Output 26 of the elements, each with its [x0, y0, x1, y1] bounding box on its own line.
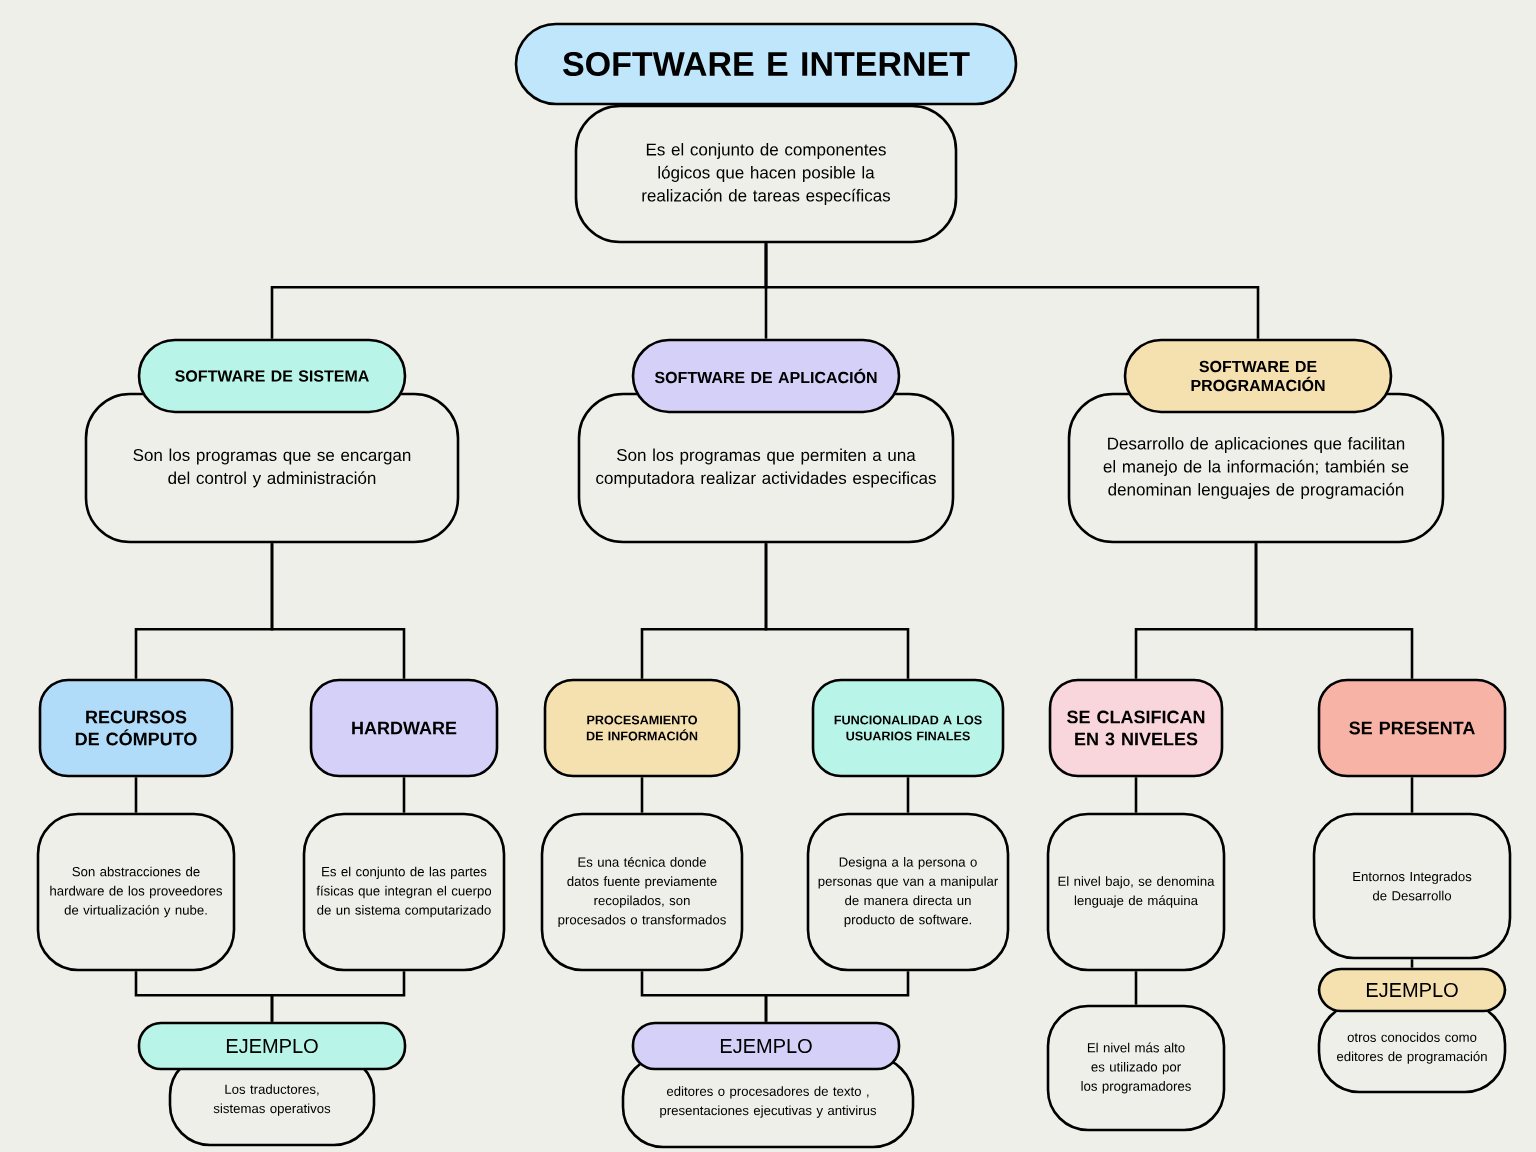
example-pill: EJEMPLO: [631, 1021, 901, 1071]
connector-line: [764, 543, 910, 679]
connector-line: [764, 971, 910, 1022]
connector-line: [1410, 777, 1414, 813]
heading-pill: HARDWARE: [309, 678, 499, 778]
connector-line: [134, 777, 138, 813]
heading-pill: SOFTWARE DE PROGRAMACIÓN: [1123, 338, 1393, 414]
connector-line: [764, 243, 1260, 339]
example-pill: EJEMPLO: [137, 1021, 407, 1071]
connector-line: [1134, 777, 1138, 813]
title-pill: SOFTWARE E INTERNET: [514, 22, 1018, 106]
connector-line: [906, 777, 910, 813]
connector-line: [1134, 971, 1138, 1005]
connector-line: [270, 543, 406, 679]
connector-line: [402, 777, 406, 813]
heading-pill: SE CLASIFICAN EN 3 NIVELES: [1048, 678, 1224, 778]
heading-pill: SOFTWARE DE SISTEMA: [137, 338, 407, 414]
connector-line: [270, 971, 406, 1022]
example-pill: EJEMPLO: [1317, 967, 1507, 1013]
description-box: Es el conjunto de componentes lógicos que hacen posible la realización de tareas específicas: [574, 104, 958, 244]
heading-pill: RECURSOS DE CÓMPUTO: [38, 678, 234, 778]
heading-pill: SOFTWARE DE APLICACIÓN: [631, 338, 901, 414]
connector-line: [640, 777, 644, 813]
connector-line: [1254, 543, 1414, 679]
connector-line: [1410, 959, 1414, 968]
heading-pill: SE PRESENTA: [1317, 678, 1507, 778]
